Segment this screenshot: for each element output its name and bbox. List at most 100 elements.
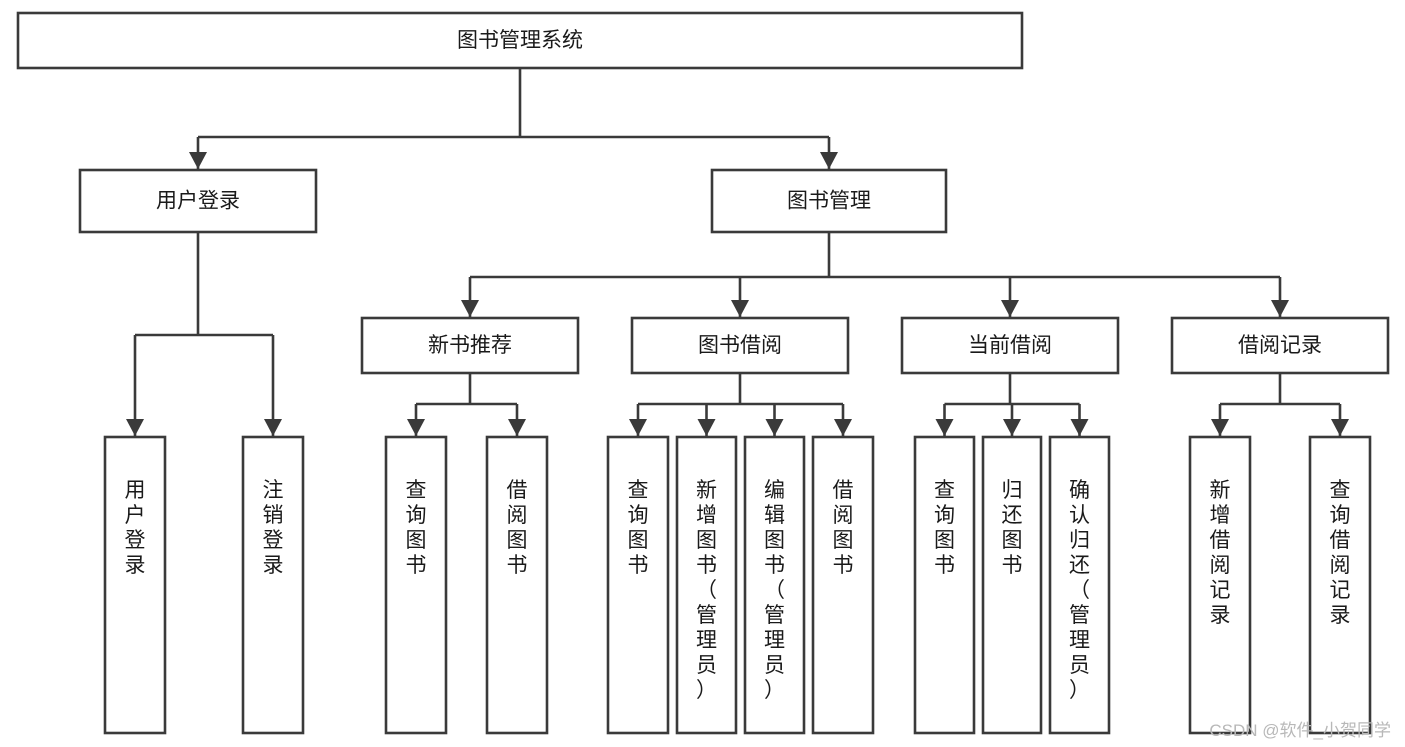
svg-text:图: 图 <box>696 529 717 552</box>
svg-text:理: 理 <box>1069 629 1090 652</box>
svg-text:借: 借 <box>507 479 528 502</box>
svg-text:新: 新 <box>696 479 717 502</box>
svg-text:阅: 阅 <box>833 504 854 527</box>
node-box <box>103 435 167 735</box>
svg-text:管: 管 <box>696 604 717 627</box>
svg-text:管: 管 <box>764 604 785 627</box>
svg-text:借: 借 <box>833 479 854 502</box>
connector-lines <box>126 68 1349 436</box>
svg-text:理: 理 <box>696 629 717 652</box>
node-book-borrow[interactable]: 图书借阅 <box>630 316 850 375</box>
node-box <box>360 316 580 375</box>
svg-text:借: 借 <box>1330 529 1351 552</box>
node-label: 用户登录 <box>125 479 146 577</box>
svg-text:登: 登 <box>125 529 146 552</box>
svg-text:查: 查 <box>1330 479 1351 502</box>
svg-text:辑: 辑 <box>764 504 785 527</box>
node-box <box>384 435 448 735</box>
arrow-head-icon <box>820 152 838 169</box>
arrow-head-icon <box>1070 419 1089 436</box>
node-current-borrow[interactable]: 当前借阅 <box>900 316 1120 375</box>
svg-text:书: 书 <box>406 554 427 577</box>
svg-text:图: 图 <box>764 529 785 552</box>
node-box <box>743 435 806 735</box>
svg-text:书: 书 <box>833 554 854 577</box>
svg-text:）: ） <box>764 679 785 702</box>
svg-text:借: 借 <box>1210 529 1231 552</box>
svg-text:录: 录 <box>1330 604 1351 627</box>
node-new-book-recommend[interactable]: 新书推荐 <box>360 316 580 375</box>
node-label: 图书管理 <box>787 190 871 213</box>
arrow-head-icon <box>629 419 647 436</box>
svg-text:图: 图 <box>406 529 427 552</box>
nodes-layer: 图书管理系统用户登录图书管理新书推荐图书借阅当前借阅借阅记录用户登录注销登录查询… <box>16 11 1390 735</box>
arrow-head-icon <box>1271 300 1289 317</box>
svg-text:员: 员 <box>696 654 717 677</box>
svg-text:询: 询 <box>628 504 649 527</box>
node-user-login[interactable]: 用户登录 <box>78 168 318 234</box>
node-box <box>811 435 875 735</box>
svg-text:书: 书 <box>628 554 649 577</box>
svg-text:图: 图 <box>507 529 528 552</box>
arrow-head-icon <box>264 419 282 436</box>
node-root[interactable]: 图书管理系统 <box>16 11 1024 70</box>
node-box <box>78 168 318 234</box>
svg-text:记: 记 <box>1330 579 1351 602</box>
svg-text:书: 书 <box>934 554 955 577</box>
node-leaf-user-login[interactable]: 用户登录 <box>103 435 167 735</box>
arrow-head-icon <box>731 300 749 317</box>
svg-text:阅: 阅 <box>507 504 528 527</box>
node-box <box>913 435 976 735</box>
svg-text:书: 书 <box>507 554 528 577</box>
node-box <box>630 316 850 375</box>
node-label: 用户登录 <box>156 190 240 213</box>
node-box <box>485 435 549 735</box>
arrow-head-icon <box>1331 419 1349 436</box>
svg-text:阅: 阅 <box>1210 554 1231 577</box>
svg-text:录: 录 <box>263 554 284 577</box>
svg-text:）: ） <box>696 679 717 702</box>
node-box <box>675 435 738 735</box>
svg-text:归: 归 <box>1002 479 1023 502</box>
svg-text:增: 增 <box>696 504 717 527</box>
node-box <box>900 316 1120 375</box>
node-borrow-record[interactable]: 借阅记录 <box>1170 316 1390 375</box>
svg-text:户: 户 <box>125 504 146 527</box>
node-box <box>1308 435 1372 735</box>
svg-text:注: 注 <box>263 479 284 502</box>
node-box <box>710 168 948 234</box>
svg-text:员: 员 <box>1069 654 1090 677</box>
arrow-head-icon <box>1001 300 1019 317</box>
node-book-manage[interactable]: 图书管理 <box>710 168 948 234</box>
node-box <box>1188 435 1252 735</box>
svg-text:新: 新 <box>1210 479 1231 502</box>
svg-text:归: 归 <box>1069 529 1090 552</box>
arrow-head-icon <box>1003 419 1021 436</box>
svg-text:管: 管 <box>1069 604 1090 627</box>
arrow-head-icon <box>935 419 954 436</box>
node-label: 图书管理系统 <box>457 29 583 52</box>
svg-text:增: 增 <box>1210 504 1231 527</box>
svg-text:阅: 阅 <box>1330 554 1351 577</box>
